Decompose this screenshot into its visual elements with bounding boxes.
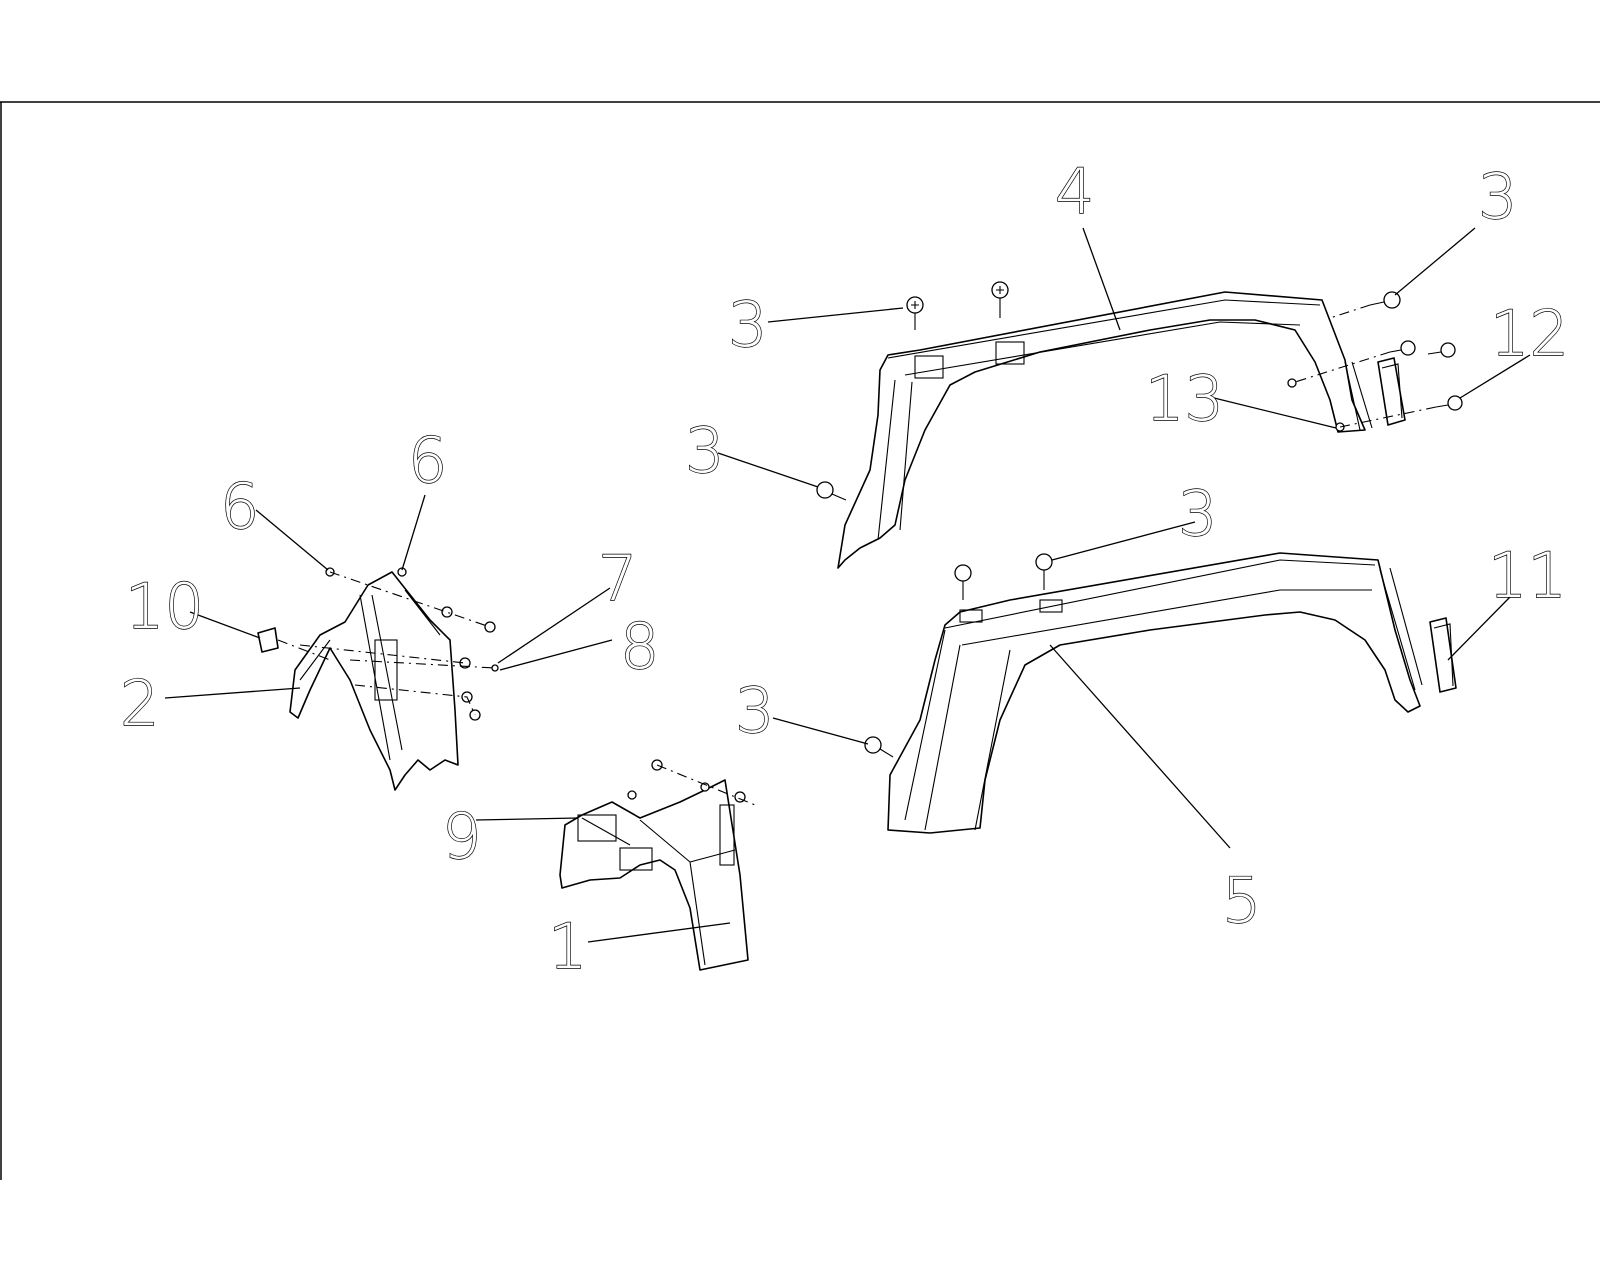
callout-13: 13 bbox=[1145, 362, 1224, 435]
part-10-clip bbox=[257, 627, 279, 653]
callout-10: 10 bbox=[125, 570, 204, 643]
callout-1: 1 bbox=[548, 910, 587, 983]
part-2-mudguard-bracket bbox=[289, 571, 459, 791]
callout-2: 2 bbox=[120, 667, 159, 740]
callout-12: 12 bbox=[1490, 297, 1569, 370]
callout-4: 4 bbox=[1055, 155, 1094, 228]
callout-6: 6 bbox=[220, 470, 259, 543]
callout-11: 11 bbox=[1488, 539, 1567, 612]
callout-3: 3 bbox=[685, 414, 724, 487]
part-12-side-marker-lamp bbox=[1377, 357, 1406, 426]
part-4-rear-fender-flare bbox=[837, 291, 1373, 569]
callout-3: 3 bbox=[728, 288, 767, 361]
callout-7: 7 bbox=[598, 542, 637, 615]
drawing-frame bbox=[0, 101, 1600, 1180]
callout-5: 5 bbox=[1222, 864, 1261, 937]
callout-6: 6 bbox=[408, 424, 447, 497]
part-1-front-fender bbox=[559, 779, 749, 971]
callout-3: 3 bbox=[1478, 160, 1517, 233]
part-11-side-marker-lamp bbox=[1429, 617, 1457, 693]
callout-3: 3 bbox=[1178, 477, 1217, 550]
callout-8: 8 bbox=[620, 610, 659, 683]
callout-3: 3 bbox=[735, 674, 774, 747]
screw-fasteners bbox=[325, 281, 1463, 803]
callout-leader-lines bbox=[164, 227, 1531, 943]
assembly-alignment-lines bbox=[277, 304, 1437, 806]
callout-numbers: 4 3 3 12 13 3 6 6 10 7 8 2 3 11 3 5 9 1 bbox=[119, 154, 1569, 983]
callout-9: 9 bbox=[442, 800, 481, 873]
part-5-front-fender-flare bbox=[887, 552, 1423, 834]
